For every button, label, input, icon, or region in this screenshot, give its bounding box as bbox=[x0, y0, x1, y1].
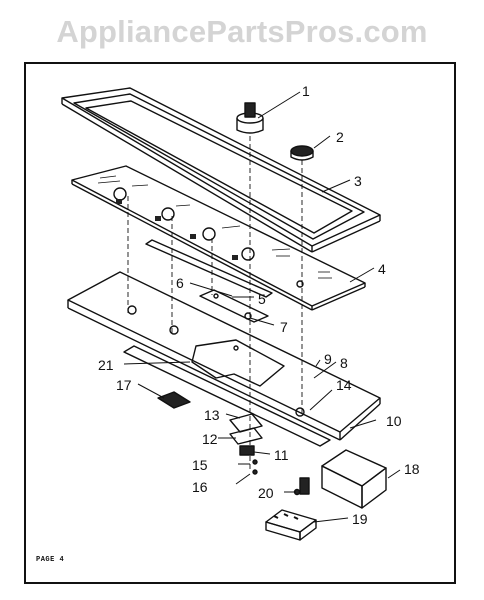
callout-21: 21 bbox=[98, 357, 114, 373]
part-small-bracket bbox=[229, 413, 263, 475]
part-relay-box bbox=[321, 449, 387, 509]
callout-16: 16 bbox=[192, 479, 208, 495]
callout-13: 13 bbox=[204, 407, 220, 423]
part-terminal-block bbox=[265, 509, 317, 541]
callout-20: 20 bbox=[258, 485, 274, 501]
part-rod bbox=[145, 239, 273, 298]
callout-3: 3 bbox=[354, 173, 362, 189]
part-screw bbox=[293, 477, 310, 496]
callout-10: 10 bbox=[386, 413, 402, 429]
callout-2: 2 bbox=[336, 129, 344, 145]
part-cover-plate bbox=[191, 339, 285, 387]
part-control-panel bbox=[71, 165, 366, 311]
part-switch bbox=[157, 391, 191, 409]
callout-9: 9 bbox=[324, 351, 332, 367]
part-housing bbox=[67, 271, 381, 447]
callout-14: 14 bbox=[336, 377, 352, 393]
callout-6: 6 bbox=[176, 275, 184, 291]
alignment-lines bbox=[127, 160, 303, 415]
callout-11: 11 bbox=[274, 447, 289, 463]
callout-labels: 1 2 3 4 5 6 7 8 9 10 11 12 13 14 15 16 1… bbox=[98, 83, 420, 527]
callout-15: 15 bbox=[192, 457, 208, 473]
callout-19: 19 bbox=[352, 511, 368, 527]
callout-18: 18 bbox=[404, 461, 420, 477]
callout-12: 12 bbox=[202, 431, 218, 447]
callout-5: 5 bbox=[258, 291, 266, 307]
leader-lines bbox=[123, 91, 401, 523]
page-footer: PAGE 4 bbox=[36, 556, 65, 564]
part-bracket bbox=[199, 289, 269, 323]
part-knob bbox=[236, 102, 264, 470]
part-button bbox=[290, 145, 314, 161]
callout-17: 17 bbox=[116, 377, 132, 393]
callout-1: 1 bbox=[302, 83, 310, 99]
watermark-logo: AppliancePartsPros.com bbox=[56, 14, 428, 49]
callout-8: 8 bbox=[340, 355, 348, 371]
part-trim-frame bbox=[61, 87, 381, 253]
callout-4: 4 bbox=[378, 261, 386, 277]
callout-7: 7 bbox=[280, 319, 288, 335]
diagram-frame bbox=[24, 62, 456, 584]
